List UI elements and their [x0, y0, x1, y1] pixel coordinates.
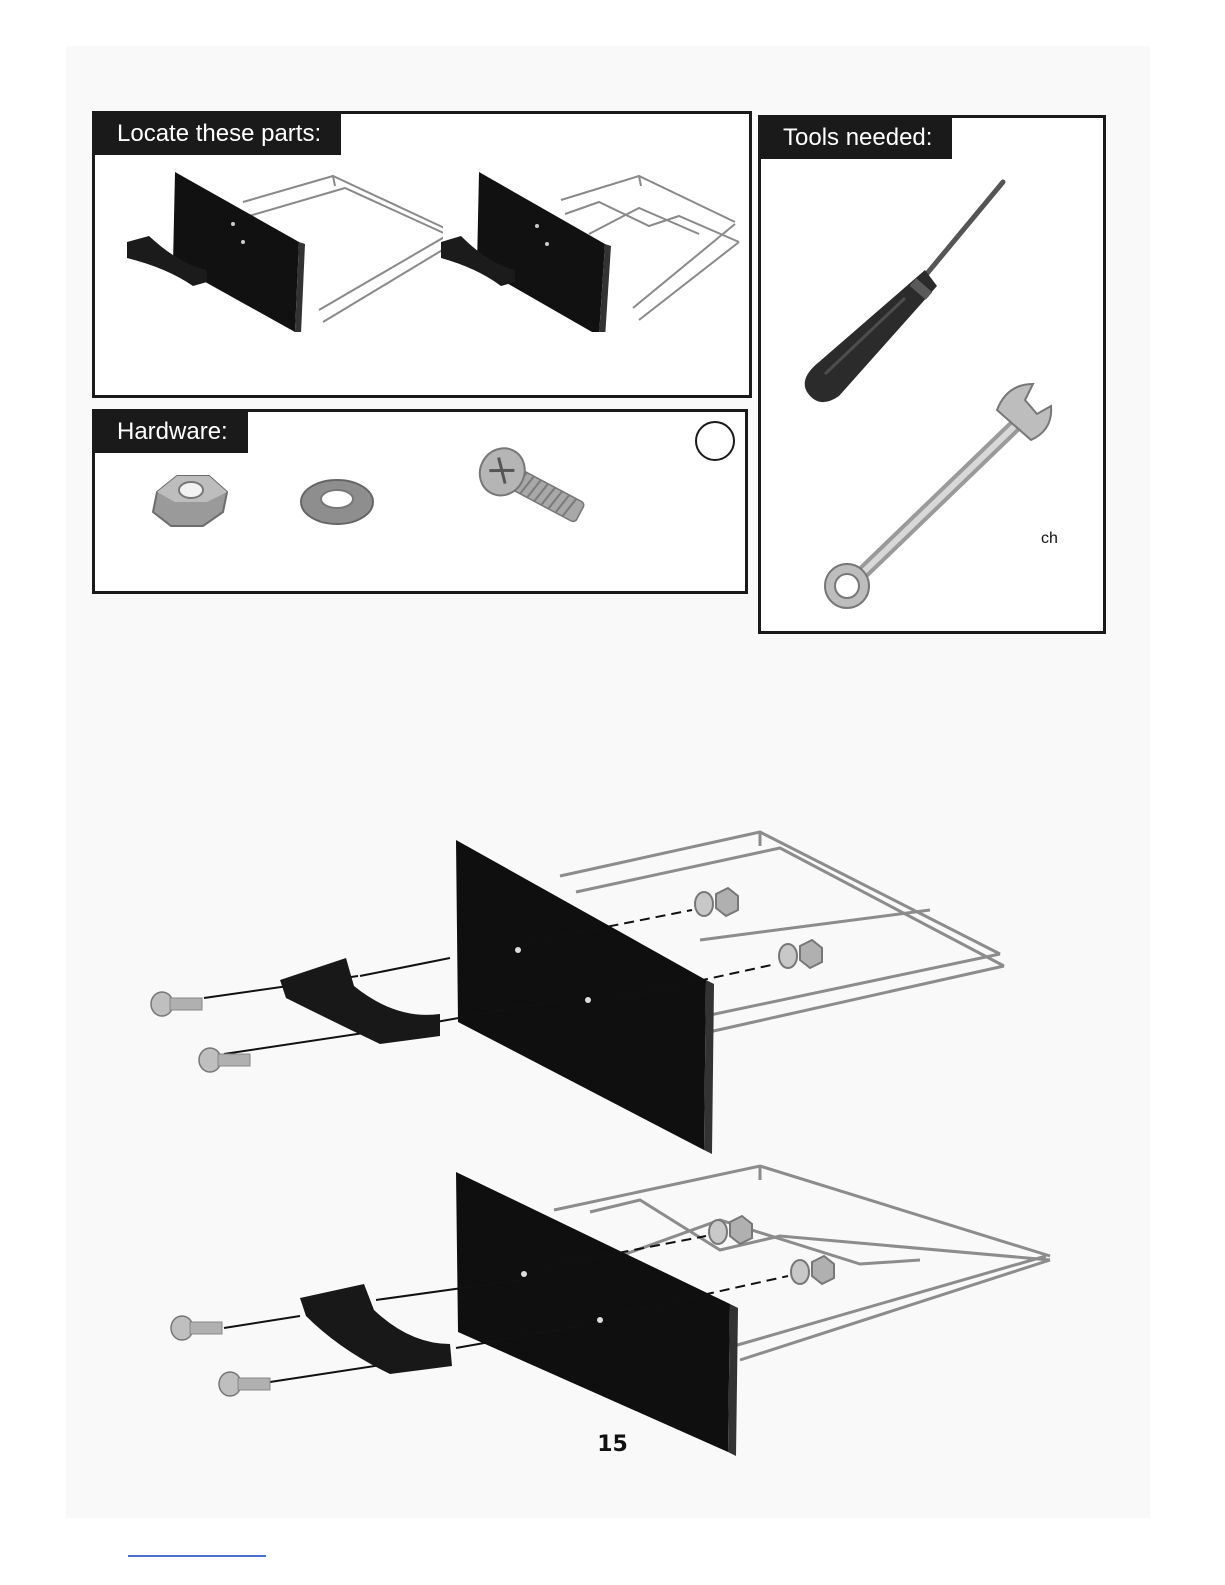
drawer-front-panel	[456, 1172, 730, 1452]
hex-nut-icon	[147, 470, 231, 532]
flat-rack-drawer-part	[123, 172, 443, 332]
screwdriver-icon	[785, 178, 1015, 408]
wrench-icon	[811, 380, 1061, 610]
parts-panel-title: Locate these parts:	[95, 114, 341, 155]
drawer-front-panel	[173, 172, 299, 332]
washer-nut-pair	[791, 1256, 834, 1284]
hardware-qty-circle	[695, 421, 735, 461]
screw-icon	[171, 1316, 222, 1340]
assembly-diagram-flat-rack	[140, 830, 1020, 1160]
washer-nut-pair	[695, 888, 738, 916]
drawer-handle	[300, 1284, 452, 1374]
machine-screw-icon	[471, 438, 595, 536]
assembly-diagram-raised-rack	[160, 1160, 1060, 1460]
screw-icon	[151, 992, 202, 1016]
drawer-front-panel	[477, 172, 605, 332]
footer-link-underline[interactable]	[128, 1555, 266, 1557]
page-number: 15	[0, 1432, 1225, 1457]
tools-panel: Tools needed: ch	[758, 115, 1106, 634]
raised-rack-drawer-part	[439, 172, 749, 332]
drawer-front-panel	[456, 840, 706, 1150]
tools-panel-title: Tools needed:	[761, 118, 952, 159]
hardware-panel-title: Hardware:	[95, 412, 248, 453]
screw-icon	[219, 1372, 270, 1396]
washer-nut-pair	[779, 940, 822, 968]
lock-washer-icon	[295, 474, 379, 530]
drawer-handle	[280, 958, 440, 1044]
washer-nut-pair	[709, 1216, 752, 1244]
wrench-label: ch	[1041, 530, 1058, 548]
parts-panel: Locate these parts:	[92, 111, 752, 398]
hardware-panel: Hardware:	[92, 409, 748, 594]
